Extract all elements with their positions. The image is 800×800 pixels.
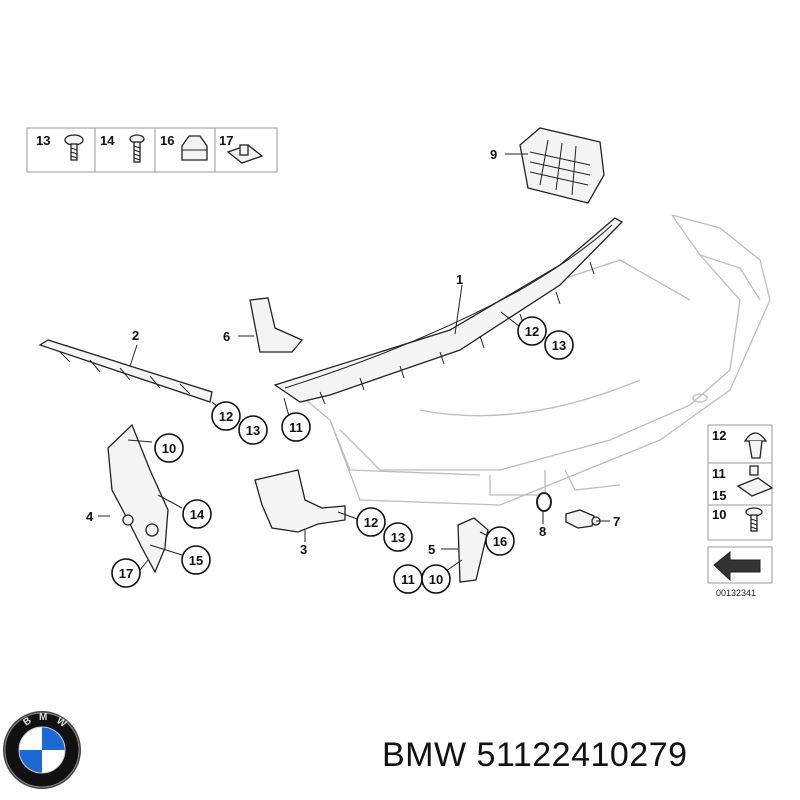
svg-text:M: M: [39, 712, 47, 723]
part-5-guide: [457, 517, 489, 583]
callout-12b: 12: [219, 409, 233, 424]
legend-top-17: 17: [219, 133, 233, 148]
clip-17-icon: [226, 144, 264, 164]
circled-callout: 16: [485, 526, 515, 556]
part-3-guide: [254, 469, 346, 533]
circled-callout: 13: [238, 415, 268, 445]
circled-callout: 14: [182, 499, 212, 529]
callout-7: 7: [613, 514, 620, 529]
caption-part-number: 51122410279: [476, 736, 688, 774]
callout-9: 9: [490, 147, 497, 162]
circled-callout: 13: [544, 330, 574, 360]
part-4-bracket: [107, 423, 169, 574]
callout-3: 3: [300, 542, 307, 557]
direction-arrow-box: [707, 546, 773, 584]
callout-12c: 12: [364, 515, 378, 530]
callout-15a: 15: [189, 553, 203, 568]
callout-13b: 13: [246, 423, 260, 438]
part-8-ring: [536, 492, 552, 512]
callout-1: 1: [456, 272, 463, 287]
callout-4: 4: [86, 509, 94, 524]
legend-side-table: 12 11 15 10: [707, 424, 774, 541]
callout-6: 6: [223, 329, 230, 344]
part-9-vent: [519, 127, 605, 204]
callout-2: 2: [132, 328, 139, 343]
circled-callout: 11: [393, 564, 423, 594]
callout-17a: 17: [119, 566, 133, 581]
bmw-logo: B M W: [3, 711, 81, 789]
legend-top-table: 13 14 16 17: [26, 127, 278, 173]
callout-5: 5: [428, 542, 435, 557]
bumper-outline: [299, 214, 771, 506]
legend-top-14: 14: [100, 133, 115, 148]
circled-callout: 15: [181, 545, 211, 575]
legend-side-11: 11: [712, 466, 726, 481]
caption-brand: BMW: [382, 736, 467, 774]
circled-callout: 12: [356, 507, 386, 537]
legend-side-12: 12: [712, 428, 726, 443]
callout-8: 8: [539, 524, 546, 539]
callout-13a: 13: [552, 338, 566, 353]
legend-side-15: 15: [712, 488, 726, 503]
part-2-rail: [38, 339, 213, 403]
screw-14-icon: [129, 134, 145, 163]
callout-16a: 16: [493, 534, 507, 549]
circled-callout: 10: [421, 564, 451, 594]
callout-11b: 11: [401, 572, 415, 587]
circled-callout: 12: [211, 401, 241, 431]
callout-11a: 11: [289, 420, 303, 435]
circled-callout: 10: [154, 433, 184, 463]
part-6-bracket: [249, 297, 304, 353]
part-caption: BMW 51122410279: [382, 736, 688, 775]
legend-top-13: 13: [36, 133, 50, 148]
circled-callout: 17: [111, 558, 141, 588]
circled-callout: 13: [383, 522, 413, 552]
callout-13c: 13: [391, 530, 405, 545]
screw-10-icon: [745, 507, 763, 532]
legend-side-10: 10: [712, 507, 726, 522]
circled-callout: 11: [281, 412, 311, 442]
diagram-code: 00132341: [716, 588, 756, 598]
push-clip-12-icon: [743, 432, 768, 459]
callout-12a: 12: [525, 324, 539, 339]
circled-callout: 12: [517, 316, 547, 346]
nut-16-icon: [181, 135, 208, 161]
callout-10a: 10: [162, 441, 176, 456]
legend-top-16: 16: [160, 133, 174, 148]
part-7-sensor: [565, 509, 601, 529]
part-1-carrier: [273, 217, 624, 405]
screw-13-icon: [64, 134, 84, 161]
clip-nut-11-icon: [736, 465, 774, 497]
callout-14a: 14: [190, 507, 205, 522]
callout-10b: 10: [429, 572, 443, 587]
